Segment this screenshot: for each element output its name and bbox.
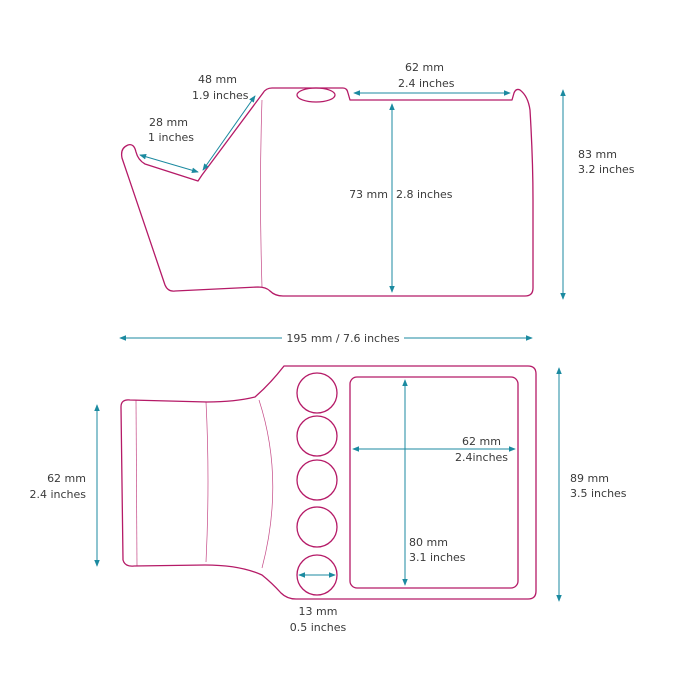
dimension-top-width-inches: 3.5 inches bbox=[570, 487, 627, 500]
dimension-overall-length: 195 mm / 7.6 inches bbox=[119, 332, 533, 345]
dimension-side-inner-height-inches: 2.8 inches bbox=[396, 188, 453, 201]
dimension-side-height-inches: 3.2 inches bbox=[578, 163, 635, 176]
top-view-handle-edge bbox=[135, 399, 138, 567]
top-view-hole-3 bbox=[296, 459, 338, 501]
dimension-side-inner-height-mm: 73 mm bbox=[349, 188, 388, 201]
dimension-top-tray-length-mm: 80 mm bbox=[409, 536, 448, 549]
top-view-hole-2 bbox=[296, 415, 338, 457]
dimension-side-width-top-inches: 2.4 inches bbox=[398, 77, 455, 90]
dimension-top-tray-width-inches: 2.4inches bbox=[455, 451, 508, 464]
dimension-top-handle-width: 62 mm 2.4 inches bbox=[29, 404, 100, 567]
dimension-side-lip-inches: 1 inches bbox=[148, 131, 194, 144]
dimension-top-tray-width: 62 mm 2.4inches bbox=[352, 435, 516, 464]
dimension-top-tray-length: 80 mm 3.1 inches bbox=[402, 379, 466, 586]
dimension-side-height-mm: 83 mm bbox=[578, 148, 617, 161]
side-view-fold-line bbox=[260, 99, 263, 288]
dimension-side-width-top: 62 mm 2.4 inches bbox=[353, 61, 511, 96]
top-view-outline bbox=[120, 365, 537, 600]
dimension-top-hole-diameter: 13 mm 0.5 inches bbox=[290, 572, 347, 634]
dimension-overall-length-label: 195 mm / 7.6 inches bbox=[286, 332, 399, 345]
dimension-top-handle-width-mm: 62 mm bbox=[47, 472, 86, 485]
dimension-top-tray-width-mm: 62 mm bbox=[462, 435, 501, 448]
dimension-top-hole-diameter-mm: 13 mm bbox=[299, 605, 338, 618]
dimension-top-handle-width-inches: 2.4 inches bbox=[29, 488, 86, 501]
dimension-top-hole-diameter-inches: 0.5 inches bbox=[290, 621, 347, 634]
side-view bbox=[120, 87, 534, 297]
side-view-hole bbox=[296, 87, 336, 103]
dimension-side-lip: 28 mm 1 inches bbox=[139, 116, 199, 173]
dimension-side-angled-inches: 1.9 inches bbox=[192, 89, 249, 102]
dimension-top-width-mm: 89 mm bbox=[570, 472, 609, 485]
dimension-side-height: 83 mm 3.2 inches bbox=[560, 89, 635, 300]
dimension-top-width: 89 mm 3.5 inches bbox=[556, 367, 627, 602]
top-view-hole-5 bbox=[296, 554, 338, 596]
top-view bbox=[120, 365, 537, 600]
top-view-handle-crease bbox=[205, 401, 209, 563]
dimension-side-width-top-mm: 62 mm bbox=[405, 61, 444, 74]
dimension-side-inner-height: 73 mm 2.8 inches bbox=[349, 103, 453, 293]
dimension-side-angled-mm: 48 mm bbox=[198, 73, 237, 86]
dimension-top-tray-length-inches: 3.1 inches bbox=[409, 551, 466, 564]
top-view-flare-line bbox=[258, 399, 274, 569]
top-view-tray bbox=[349, 376, 519, 589]
dimension-side-lip-mm: 28 mm bbox=[149, 116, 188, 129]
top-view-hole-1 bbox=[296, 372, 338, 414]
side-view-outline bbox=[120, 87, 534, 297]
dimension-side-angled: 48 mm 1.9 inches bbox=[192, 73, 256, 171]
top-view-hole-4 bbox=[296, 506, 338, 548]
